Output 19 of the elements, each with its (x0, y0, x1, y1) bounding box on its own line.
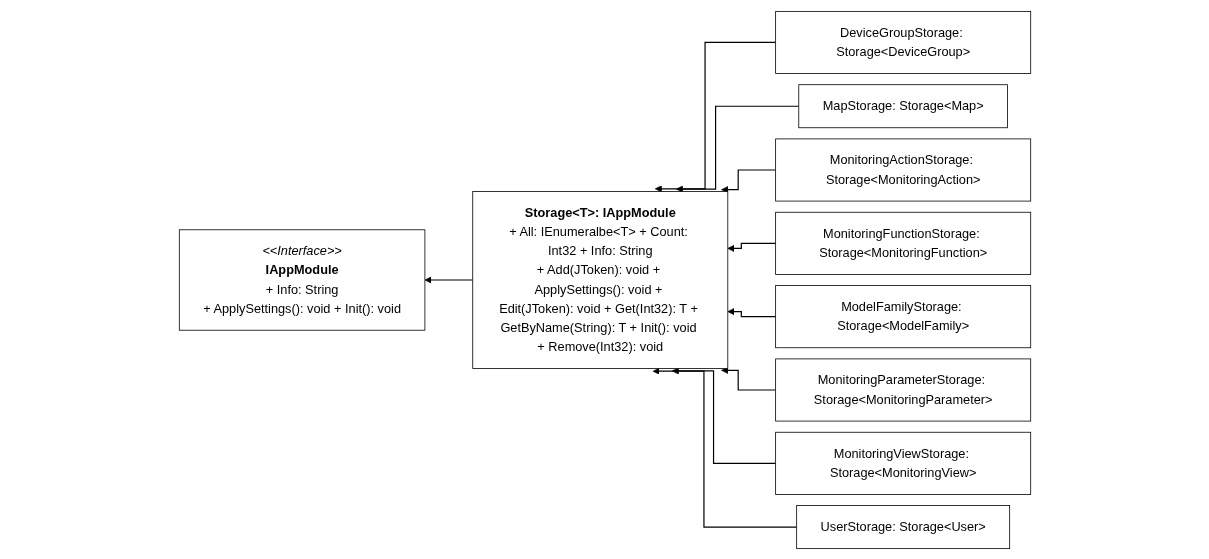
arrow (720, 366, 776, 391)
arrow (726, 242, 776, 252)
node-box: MonitoringFunctionStorage: Storage<MonitoringFunction> (774, 211, 1031, 275)
arrow (654, 41, 776, 192)
node-box: MapStorage: Storage<Map> (797, 83, 1008, 128)
arrow (720, 168, 776, 193)
arrow (675, 105, 799, 193)
arrow (424, 276, 473, 283)
node-box: MonitoringActionStorage: Storage<MonitoringAction> (774, 138, 1031, 201)
node-box: Storage<T>: IAppModule + All: IEnumeralbe<T> + Count: Int32 + Info: String + Add(JToken): void + ApplySettings(): void + Edit(JToken): void + Get(Int32): T + GetByName(String): T + Init(): void + Remove(Int32): void (471, 190, 728, 369)
node-box: MonitoringViewStorage: Storage<MonitoringView> (774, 431, 1031, 495)
node-box: <<Interface>> IAppModule + Info: String + ApplySettings(): void + Init(): void (178, 228, 425, 331)
arrow (652, 367, 797, 528)
node-box: DeviceGroupStorage: Storage<DeviceGroup> (774, 10, 1031, 74)
node-box: ModelFamilyStorage: Storage<ModelFamily> (774, 284, 1031, 348)
node-box: MonitoringParameterStorage: Storage<MonitoringParameter> (774, 358, 1031, 421)
node-box: UserStorage: Storage<User> (795, 504, 1010, 549)
arrow (671, 366, 776, 464)
arrow (726, 307, 776, 317)
